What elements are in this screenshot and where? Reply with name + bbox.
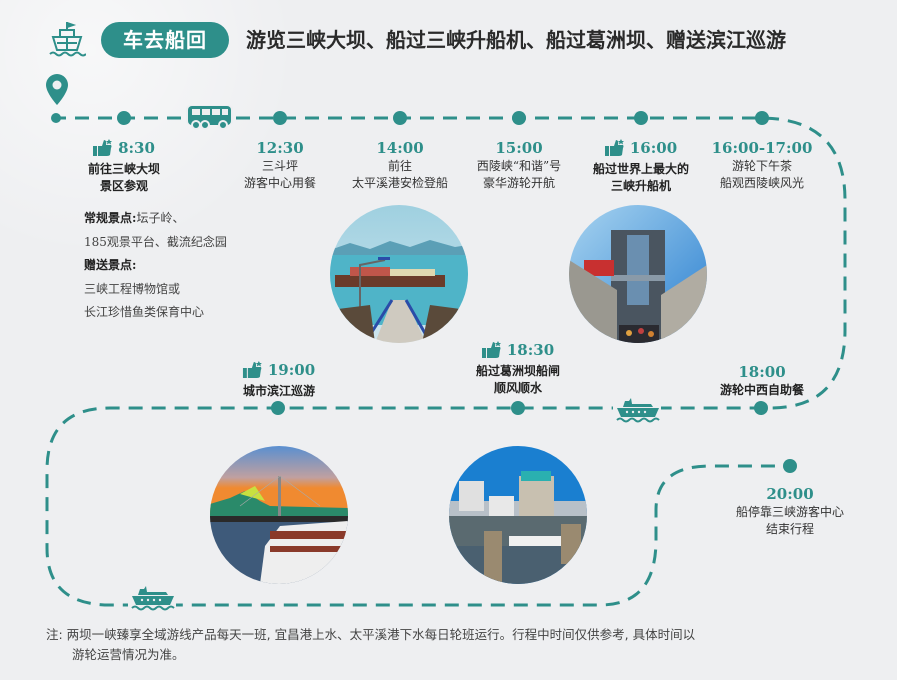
stop-desc-line: 游客中心用餐 bbox=[243, 176, 317, 190]
stop-desc-line: 三峡升船机 bbox=[610, 179, 672, 193]
detail-line: 常规景点:坛子岭、 bbox=[84, 211, 185, 225]
stop-time: 15:00 bbox=[495, 139, 543, 157]
stop-time: 16:00-17:00 bbox=[711, 139, 813, 157]
photo-gezhouba-ship-lock bbox=[449, 446, 587, 584]
stop-1800: 18:00 游轮中西自助餐 bbox=[720, 362, 804, 399]
stop-desc-line: 景区参观 bbox=[99, 179, 149, 193]
location-pin-icon bbox=[46, 74, 68, 105]
stop-desc-line: 游轮下午茶 bbox=[731, 159, 793, 173]
stop-desc-line: 太平溪港安检登船 bbox=[351, 176, 449, 190]
cruise-ship-icon-bottom bbox=[128, 586, 176, 613]
stop-desc-line: 顺风顺水 bbox=[493, 381, 543, 395]
stop-desc-line: 船过葛洲坝船闸 bbox=[475, 364, 561, 378]
stop-desc-line: 船观西陵峡风光 bbox=[719, 176, 805, 190]
stop-desc-line: 西陵峡“和谐”号 bbox=[476, 159, 562, 173]
note-line-2: 游轮运营情况为准。 bbox=[72, 647, 185, 662]
stop-1400: 14:00 前往 太平溪港安检登船 bbox=[352, 138, 448, 192]
bus-icon bbox=[186, 105, 233, 130]
ship-icon bbox=[49, 22, 86, 57]
photo-taipingxi-pier bbox=[330, 205, 468, 343]
stop-time: 16:00 bbox=[629, 139, 678, 157]
stop-1600-1700: 16:00-17:00 游轮下午茶 船观西陵峡风光 bbox=[712, 138, 813, 192]
scenic-details: 常规景点:坛子岭、 185观景平台、截流纪念园 赠送景点: 三峡工程博物馆或 长… bbox=[84, 207, 227, 325]
stop-1230: 12:30 三斗坪 游客中心用餐 bbox=[244, 138, 316, 192]
stop-0830: 8:30 前往三峡大坝 景区参观 bbox=[88, 138, 160, 195]
stop-2000: 20:00 船停靠三峡游客中心 结束行程 bbox=[736, 484, 844, 538]
stop-time: 14:00 bbox=[376, 139, 424, 157]
stop-desc-line: 船停靠三峡游客中心 bbox=[735, 505, 845, 519]
stop-1500: 15:00 西陵峡“和谐”号 豪华游轮开航 bbox=[477, 138, 561, 192]
detail-line: 185观景平台、截流纪念园 bbox=[84, 234, 227, 249]
stop-desc-line: 豪华游轮开航 bbox=[482, 176, 555, 190]
stop-time: 8:30 bbox=[118, 139, 155, 157]
recommended-thumb-icon bbox=[93, 139, 113, 156]
stop-1830: 18:30 船过葛洲坝船闸 顺风顺水 bbox=[476, 340, 560, 397]
stop-desc-line: 结束行程 bbox=[765, 522, 815, 536]
stop-time: 18:30 bbox=[506, 341, 555, 359]
stop-time: 18:00 bbox=[738, 363, 786, 381]
stop-desc-line: 三斗坪 bbox=[261, 159, 299, 173]
detail-line: 长江珍惜鱼类保育中心 bbox=[84, 305, 205, 319]
stop-1600: 16:00 船过世界上最大的 三峡升船机 bbox=[593, 138, 689, 195]
detail-line: 三峡工程博物馆或 bbox=[84, 281, 181, 296]
cruise-ship-icon-right bbox=[613, 398, 661, 425]
stop-time: 12:30 bbox=[256, 139, 304, 157]
stop-desc-line: 游轮中西自助餐 bbox=[719, 383, 805, 397]
recommended-thumb-icon bbox=[242, 361, 262, 378]
photo-three-gorges-ship-lift bbox=[569, 205, 707, 343]
detail-line: 赠送景点: bbox=[84, 258, 137, 272]
recommended-thumb-icon bbox=[604, 139, 624, 156]
stop-desc-line: 前往三峡大坝 bbox=[87, 162, 161, 176]
stop-1900: 19:00 城市滨江巡游 bbox=[242, 360, 316, 400]
route-type-badge: 车去船回 bbox=[101, 22, 229, 58]
stop-desc-line: 前往 bbox=[387, 159, 413, 173]
footer-note: 注: 两坝一峡臻享全域游线产品每天一班, 宜昌港上水、太平溪港下水每日轮班运行。… bbox=[46, 625, 866, 665]
stop-time: 19:00 bbox=[267, 361, 316, 379]
note-line-1: 注: 两坝一峡臻享全域游线产品每天一班, 宜昌港上水、太平溪港下水每日轮班运行。… bbox=[46, 627, 696, 642]
stop-desc-line: 城市滨江巡游 bbox=[242, 384, 316, 398]
stop-time: 20:00 bbox=[766, 485, 814, 503]
recommended-thumb-icon bbox=[481, 341, 501, 358]
photo-city-riverside-night-cruise bbox=[210, 446, 348, 584]
page-title: 游览三峡大坝、船过三峡升船机、船过葛洲坝、赠送滨江巡游 bbox=[246, 28, 786, 52]
stop-desc-line: 船过世界上最大的 bbox=[592, 162, 690, 176]
